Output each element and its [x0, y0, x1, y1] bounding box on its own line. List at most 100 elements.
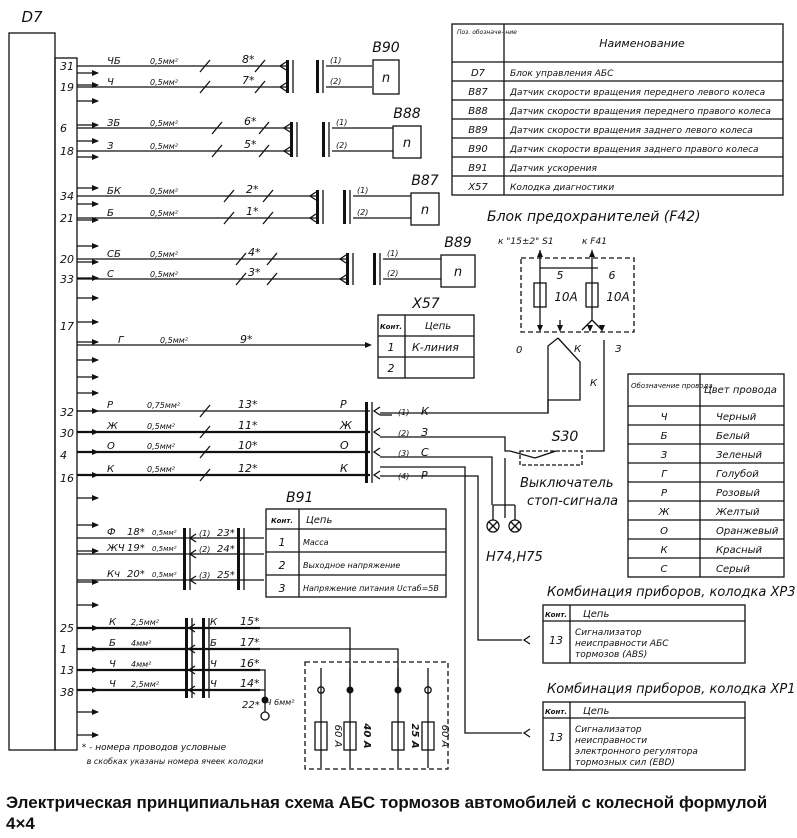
sensor-connector	[316, 60, 319, 93]
power-route	[260, 648, 399, 690]
wire-break-mark	[199, 80, 211, 94]
wire-break-mark	[199, 445, 211, 459]
wire-cross-section: 0,5мм²	[147, 422, 176, 431]
wire-color-code: З	[421, 426, 428, 439]
arrow-right-icon	[92, 687, 99, 693]
fuse-output-label: 0	[516, 345, 522, 356]
x57-table	[377, 314, 475, 379]
arrow-right-icon	[92, 185, 99, 191]
table-cell: 1	[279, 536, 286, 549]
xp3-title: Комбинация приборов, колодка ХР3	[547, 585, 796, 600]
xp1-table	[542, 701, 746, 771]
table-cell: B90	[468, 144, 488, 155]
wire-number: 6*	[244, 115, 257, 128]
table-cell: B88	[468, 106, 488, 117]
arrow-right-icon	[92, 82, 99, 88]
wire-color-code: Ч	[210, 659, 217, 670]
wire-color-code: БК	[107, 186, 122, 197]
wire-number: 4*	[248, 246, 261, 259]
fuse-box-frame	[304, 661, 449, 770]
table-cell: Белый	[716, 431, 750, 442]
wire-color-code: С	[421, 446, 429, 459]
connector-chevron-icon	[338, 254, 347, 264]
arrow-down-icon	[587, 325, 593, 332]
table-cell: Серый	[716, 564, 750, 575]
fuse-output-label: К	[574, 344, 582, 355]
wire-number: 22*	[242, 700, 260, 711]
arrow-right-icon	[92, 201, 99, 207]
wire-color-code: Р	[421, 469, 428, 482]
table-cell-line: неисправности	[575, 736, 647, 746]
sensor-connector	[373, 253, 376, 285]
table-cell: Датчик ускорения	[509, 164, 597, 174]
table-cell: К-линия	[412, 341, 459, 354]
wire-break-mark	[223, 189, 235, 203]
table-cell: 3	[279, 582, 286, 595]
fuse-5	[533, 282, 547, 308]
power-fuse	[421, 721, 435, 751]
wire-color-code: ЗБ	[107, 118, 120, 129]
wire-route	[380, 466, 522, 734]
power-route	[260, 669, 266, 700]
arrow-right-icon	[92, 357, 99, 363]
arrow-down-icon	[557, 325, 563, 332]
table-cell-line: Сигнализатор	[575, 725, 642, 735]
sensor-connector	[343, 190, 346, 224]
table-cell: 13	[549, 634, 563, 647]
wire-cross-section: 4мм²	[131, 639, 152, 648]
wire-cross-section: 0,5мм²	[150, 78, 179, 87]
arrow-right-icon	[92, 217, 99, 223]
wire-color-code: Ж	[339, 419, 353, 432]
table-header: Цепь	[425, 321, 451, 332]
wire-number: 9*	[240, 333, 253, 346]
table-cell: Г	[661, 469, 668, 480]
switch-description: стоп-сигнала	[527, 494, 618, 509]
ecu-pin-number: 25	[60, 622, 74, 635]
fuse-block-input: к "15±2" S1	[498, 237, 554, 247]
ecu-pin-number: 17	[60, 320, 74, 333]
table-cell: Розовый	[716, 488, 760, 499]
table-cell: Ч	[661, 412, 668, 423]
wire-cross-section: 0,5мм²	[150, 209, 179, 218]
connector-cell-number: (2)	[398, 429, 409, 438]
arrow-right-icon	[92, 374, 99, 380]
wire-cross-section: 0,75мм²	[147, 401, 181, 410]
sensor-connector	[322, 122, 325, 157]
ground-terminal	[260, 711, 270, 721]
wire-break-mark	[235, 272, 247, 286]
fuse-rating: 10А	[554, 290, 577, 304]
table-cell: 2	[388, 362, 395, 375]
table-cell: B91	[468, 163, 488, 174]
arrow-right-icon	[92, 579, 99, 585]
table-cell: X57	[467, 182, 488, 193]
power-fuse	[343, 721, 357, 751]
table-cell: С	[661, 564, 668, 575]
wire-number: 12*	[238, 462, 258, 475]
connector-chevron-icon	[372, 470, 381, 480]
table-cell: Желтый	[715, 507, 760, 518]
table-cell: З	[661, 450, 668, 461]
stop-signal-connector	[365, 402, 368, 483]
wire-cross-section: 0,5мм²	[150, 119, 179, 128]
arrow-right-icon	[365, 342, 372, 348]
wire-color-code: Г	[118, 335, 125, 346]
wire-number: 7*	[242, 74, 255, 87]
junction-dot	[394, 686, 402, 694]
wire-color-code: Р	[107, 400, 114, 411]
power-fuse	[314, 721, 328, 751]
wire-break-mark	[223, 211, 235, 225]
ecu-pin-number: 1	[60, 643, 67, 656]
wire-number: 10*	[238, 439, 258, 452]
table-cell: К	[660, 545, 668, 556]
arrow-right-icon	[92, 602, 99, 608]
sensor-label: B87	[411, 173, 439, 189]
ecu-label: D7	[21, 8, 43, 26]
sensor-connector	[290, 122, 293, 157]
table-cell-line: неисправности АБС	[575, 639, 669, 649]
table-cell: Черный	[716, 412, 757, 423]
wire-break-mark	[199, 59, 211, 73]
wire-color-code: К	[421, 405, 430, 418]
fuse-number: 5	[557, 269, 564, 282]
table-cell: B87	[468, 87, 488, 98]
